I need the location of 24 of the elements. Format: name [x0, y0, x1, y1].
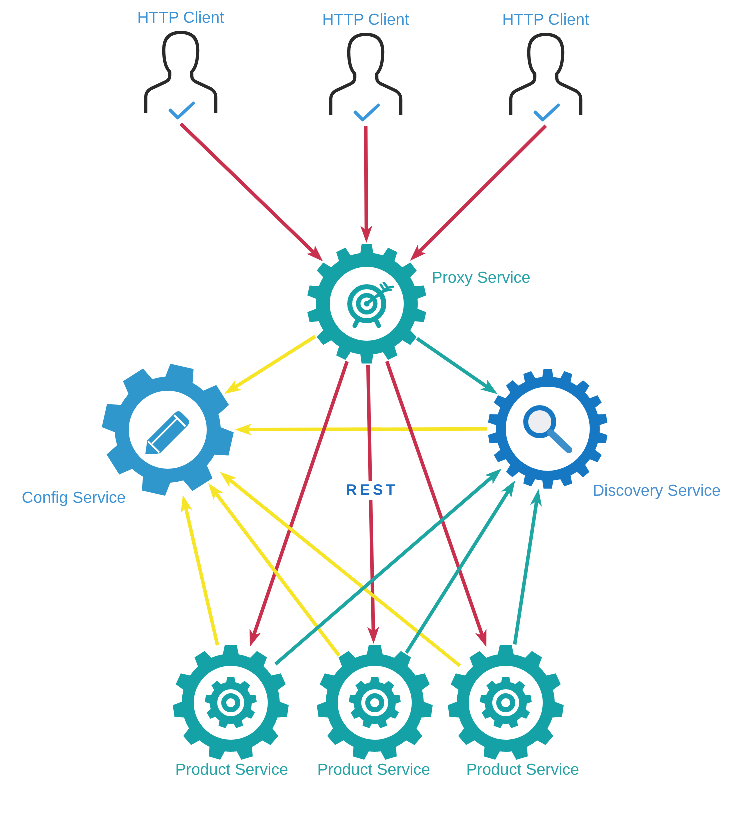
arrow [219, 470, 462, 668]
service-label: Product Service [466, 762, 580, 780]
service-label: Proxy Service [432, 270, 531, 288]
client-label: HTTP Client [502, 12, 590, 30]
client-label: HTTP Client [322, 12, 410, 30]
arrow [248, 361, 349, 648]
arrow [360, 126, 373, 244]
arrow [416, 337, 499, 396]
service-label: Product Service [318, 762, 430, 780]
arrow [180, 122, 324, 263]
service-label: Product Service [176, 762, 288, 780]
arrow [274, 468, 503, 666]
arrow [224, 335, 316, 396]
arrow [513, 489, 542, 645]
arrow [405, 480, 517, 654]
arrow [235, 424, 487, 436]
arrow [181, 494, 220, 646]
arrow [385, 361, 488, 648]
service-label: Config Service [22, 490, 126, 508]
client-label: HTTP Client [138, 10, 224, 28]
arrow [207, 482, 341, 658]
arrow [409, 124, 548, 262]
service-label: Discovery Service [593, 483, 722, 501]
arrow [366, 364, 380, 644]
